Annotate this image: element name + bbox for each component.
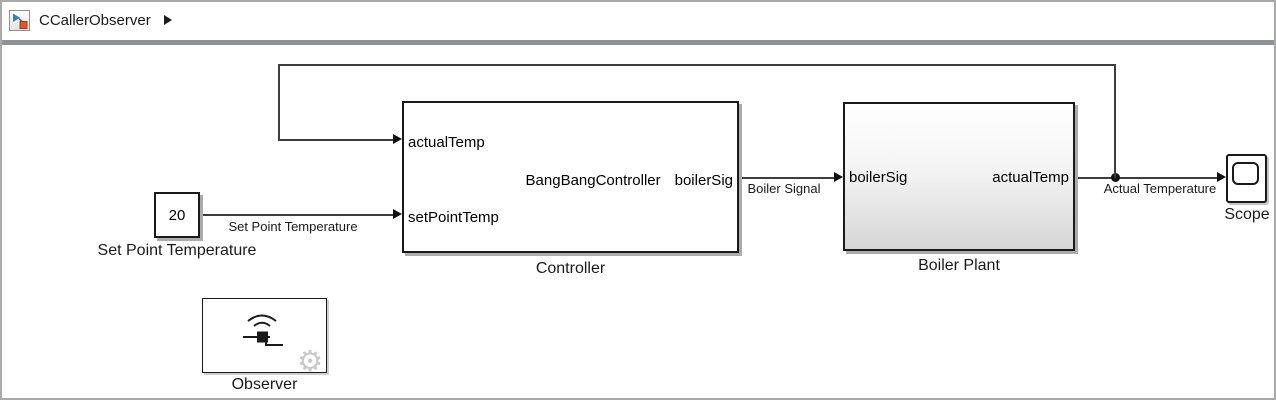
breadcrumb-model-name[interactable]: CCallerObserver xyxy=(39,11,151,29)
constant-block-set-point[interactable]: 20 xyxy=(154,192,200,238)
feedback-line-vertical-left[interactable] xyxy=(278,64,280,141)
observer-block[interactable]: ⚙ xyxy=(202,298,327,378)
controller-inport-setPointTemp: setPointTemp xyxy=(408,209,499,226)
inport-arrow-setPointTemp xyxy=(393,209,402,219)
feedback-line-horizontal-in[interactable] xyxy=(279,139,393,141)
toolbar-canvas-divider xyxy=(2,40,1274,45)
gear-icon: ⚙ xyxy=(297,344,323,378)
signal-line-boiler-signal[interactable] xyxy=(739,177,835,179)
block-label-boiler-plant[interactable]: Boiler Plant xyxy=(918,257,1000,274)
scope-screen-icon xyxy=(1232,162,1259,185)
subsystem-icon[interactable] xyxy=(9,9,30,31)
signal-line-actual-temperature[interactable] xyxy=(1074,177,1218,179)
controller-inport-actualTemp: actualTemp xyxy=(408,134,485,151)
signal-label-set-point-temperature[interactable]: Set Point Temperature xyxy=(228,219,358,234)
controller-outport-boilerSig: boilerSig xyxy=(674,172,733,189)
feedback-line-horizontal-top[interactable] xyxy=(278,64,1116,66)
constant-value: 20 xyxy=(168,206,186,224)
controller-function-label: BangBangController xyxy=(525,172,661,189)
breadcrumb-forward-arrow-icon[interactable] xyxy=(163,15,172,25)
controller-block[interactable]: actualTemp setPointTemp BangBangControll… xyxy=(402,101,739,253)
block-label-scope[interactable]: Scope xyxy=(1224,206,1270,223)
inport-arrow-boilerSig xyxy=(834,172,843,182)
boiler-plant-block[interactable]: boilerSig actualTemp xyxy=(843,102,1075,251)
breadcrumb-bar: CCallerObserver xyxy=(2,2,1274,38)
signal-label-actual-temperature[interactable]: Actual Temperature xyxy=(1103,181,1217,196)
observer-probe-icon xyxy=(243,314,283,346)
boiler-inport-boilerSig: boilerSig xyxy=(849,169,908,186)
block-label-set-point-temperature[interactable]: Set Point Temperature xyxy=(97,242,257,259)
block-label-controller[interactable]: Controller xyxy=(535,260,606,277)
boiler-outport-actualTemp: actualTemp xyxy=(992,169,1069,186)
block-label-observer[interactable]: Observer xyxy=(231,376,298,393)
feedback-line-vertical-right[interactable] xyxy=(1114,65,1116,178)
scope-block[interactable] xyxy=(1226,154,1267,203)
signal-label-boiler-signal[interactable]: Boiler Signal xyxy=(747,181,821,196)
inport-arrow-actualTemp xyxy=(393,134,402,144)
inport-arrow-scope xyxy=(1217,172,1226,182)
signal-line-set-point[interactable] xyxy=(200,214,394,216)
